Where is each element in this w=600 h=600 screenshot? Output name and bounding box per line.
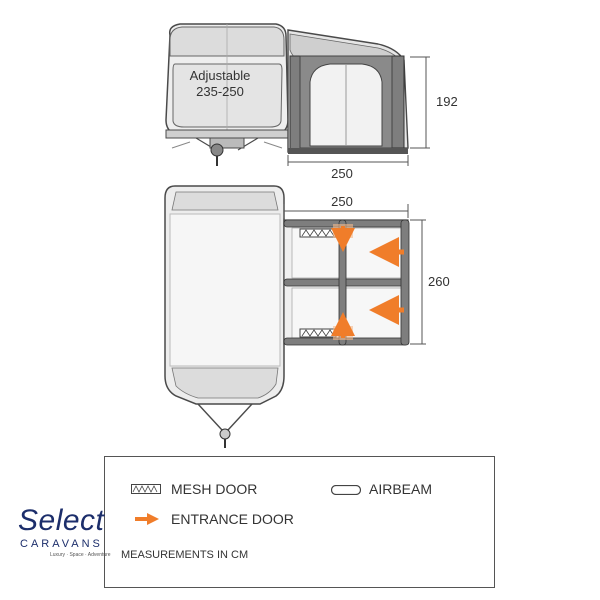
measurements-note: MEASUREMENTS IN CM — [121, 549, 249, 561]
side-width-dim-label: 250 — [331, 166, 353, 181]
entrance-arrow-side-top — [331, 224, 355, 252]
airbeam-legend-icon — [331, 485, 361, 495]
awning-plan-inner-bottom-right — [345, 287, 403, 339]
mesh-door-top — [299, 228, 337, 238]
plan-depth-dimension: 260 — [410, 219, 450, 345]
legend-box: MESH DOOR AIRBEAM ENTRANCE DOOR MEASUREM… — [104, 456, 495, 588]
height-dim-label: 192 — [436, 94, 458, 109]
caravan-drawbar — [197, 403, 253, 448]
side-view: Adjustable 235-250 192 250 — [165, 23, 458, 181]
logo-wordmark: Select — [18, 504, 105, 537]
airbeam-legend-label: AIRBEAM — [369, 481, 433, 497]
plan-view: 250 260 — [164, 185, 450, 448]
entrance-door-legend-icon — [135, 513, 159, 525]
caravan-plan-front — [171, 191, 279, 211]
plan-depth-dim-label: 260 — [428, 274, 450, 289]
entrance-door-legend-label: ENTRANCE DOOR — [171, 511, 294, 527]
mesh-door-legend-label: MESH DOOR — [171, 481, 258, 497]
logo-sub-wordmark: CARAVANS — [20, 538, 103, 550]
side-awning-floor — [288, 148, 408, 154]
caravan-label-line1: Adjustable — [190, 68, 251, 83]
caravan-plan-rear — [171, 367, 279, 399]
caravan-base — [165, 129, 289, 139]
caravan-window — [172, 63, 283, 128]
logo-tagline: Luxury · Space · Adventure — [50, 552, 111, 558]
mesh-door-legend-icon — [131, 484, 161, 494]
plan-airbeam-front — [400, 219, 410, 346]
caravan-label-line2: 235-250 — [196, 84, 244, 99]
side-airbeam-left — [289, 55, 301, 153]
plan-width-dimension: 250 — [283, 194, 409, 218]
height-dimension: 192 — [410, 56, 458, 149]
side-airbeam-right — [391, 55, 405, 149]
side-width-dimension: 250 — [287, 155, 409, 181]
plan-width-dim-label: 250 — [331, 194, 353, 209]
caravan-plan-inner — [169, 213, 281, 367]
mesh-door-bottom — [299, 328, 337, 338]
caravan-hitch — [171, 137, 283, 166]
select-caravans-logo: Select CARAVANS Luxury · Space · Adventu… — [16, 504, 128, 558]
entrance-arrow-side-bottom — [331, 312, 355, 340]
